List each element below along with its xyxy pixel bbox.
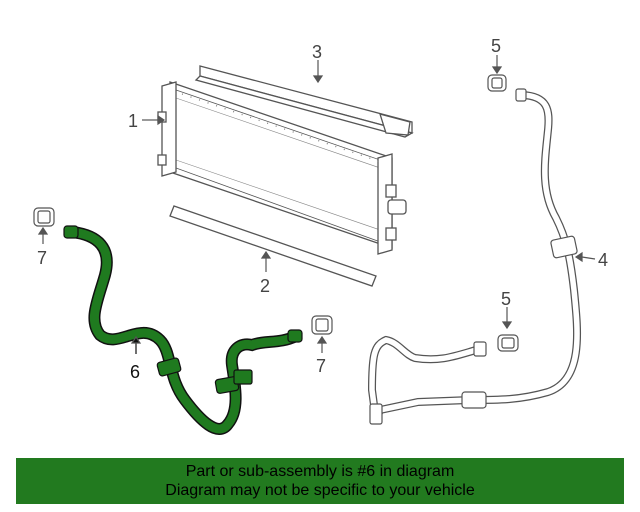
callout-5-lower: 5 xyxy=(501,289,511,309)
part-3-upper-seal xyxy=(194,65,414,138)
parts-diagram: 1 2 3 4 5 5 6 7 7 xyxy=(33,36,608,435)
callout-7-left: 7 xyxy=(37,248,47,268)
callout-2: 2 xyxy=(260,276,270,296)
part-7-clip-left xyxy=(33,207,55,227)
banner-line-2: Diagram may not be specific to your vehi… xyxy=(165,482,475,499)
part-5-clip-lower xyxy=(497,334,519,352)
part-7-clip-middle xyxy=(311,315,333,335)
banner-line-1: Part or sub-assembly is #6 in diagram xyxy=(185,463,455,480)
part-5-clip-upper xyxy=(487,74,507,92)
part-2-lower-seal xyxy=(169,205,377,287)
callout-4: 4 xyxy=(598,250,608,270)
callout-5-upper: 5 xyxy=(491,36,501,56)
callout-7-middle: 7 xyxy=(316,356,326,376)
part-1-cooler-core xyxy=(157,81,407,255)
callout-3: 3 xyxy=(312,42,322,62)
callout-6: 6 xyxy=(130,362,140,382)
info-banner: Part or sub-assembly is #6 in diagram Di… xyxy=(16,458,624,504)
callout-1: 1 xyxy=(128,111,138,131)
part-6-cooler-hose xyxy=(63,225,303,435)
leader-lines xyxy=(37,55,596,354)
part-4-return-line xyxy=(367,88,582,425)
